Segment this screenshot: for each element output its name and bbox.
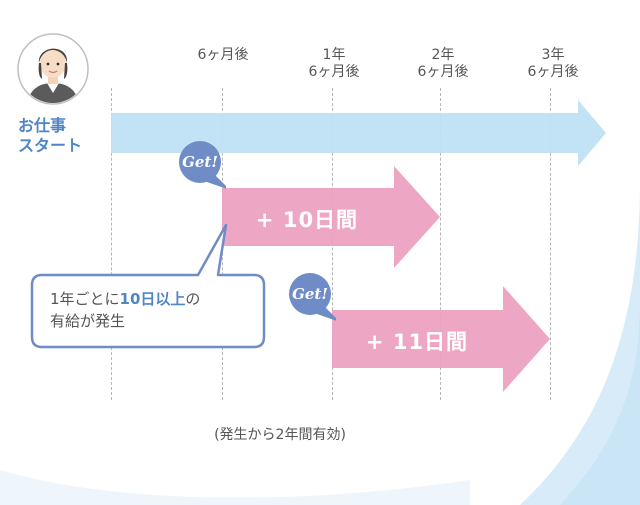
callout-text-after: の	[185, 290, 201, 308]
tick-label-6m: 6ヶ月後	[197, 47, 249, 63]
start-label: お仕事 スタート	[18, 116, 83, 155]
callout-text-before: 1年ごとに	[50, 290, 120, 308]
grant-label-1: + 10日間	[255, 208, 359, 232]
tick-label-1y6m: 1年 6ヶ月後	[308, 47, 360, 80]
gridline-2y6m	[440, 88, 441, 400]
gridline-3y6m	[550, 88, 551, 400]
tick-label-2y6m: 2年 6ヶ月後	[417, 47, 469, 80]
get-badge-1-text: Get!	[182, 153, 218, 171]
worker-avatar-icon	[17, 33, 89, 105]
get-badge-2-icon	[289, 273, 336, 321]
get-badge-2-text: Get!	[292, 285, 328, 303]
gridline-start	[111, 88, 112, 400]
callout-text: 1年ごとに10日以上の 有給が発生	[50, 288, 260, 332]
get-badge-1-icon	[179, 141, 226, 189]
callout-bubble	[30, 223, 266, 349]
tick-label-3y6m: 3年 6ヶ月後	[527, 47, 579, 80]
grant-label-2: + 11日間	[365, 330, 469, 354]
callout-highlight: 10日以上	[119, 290, 186, 308]
callout-line2: 有給が発生	[50, 312, 126, 330]
validity-footnote: (発生から2年間有効)	[214, 427, 346, 443]
